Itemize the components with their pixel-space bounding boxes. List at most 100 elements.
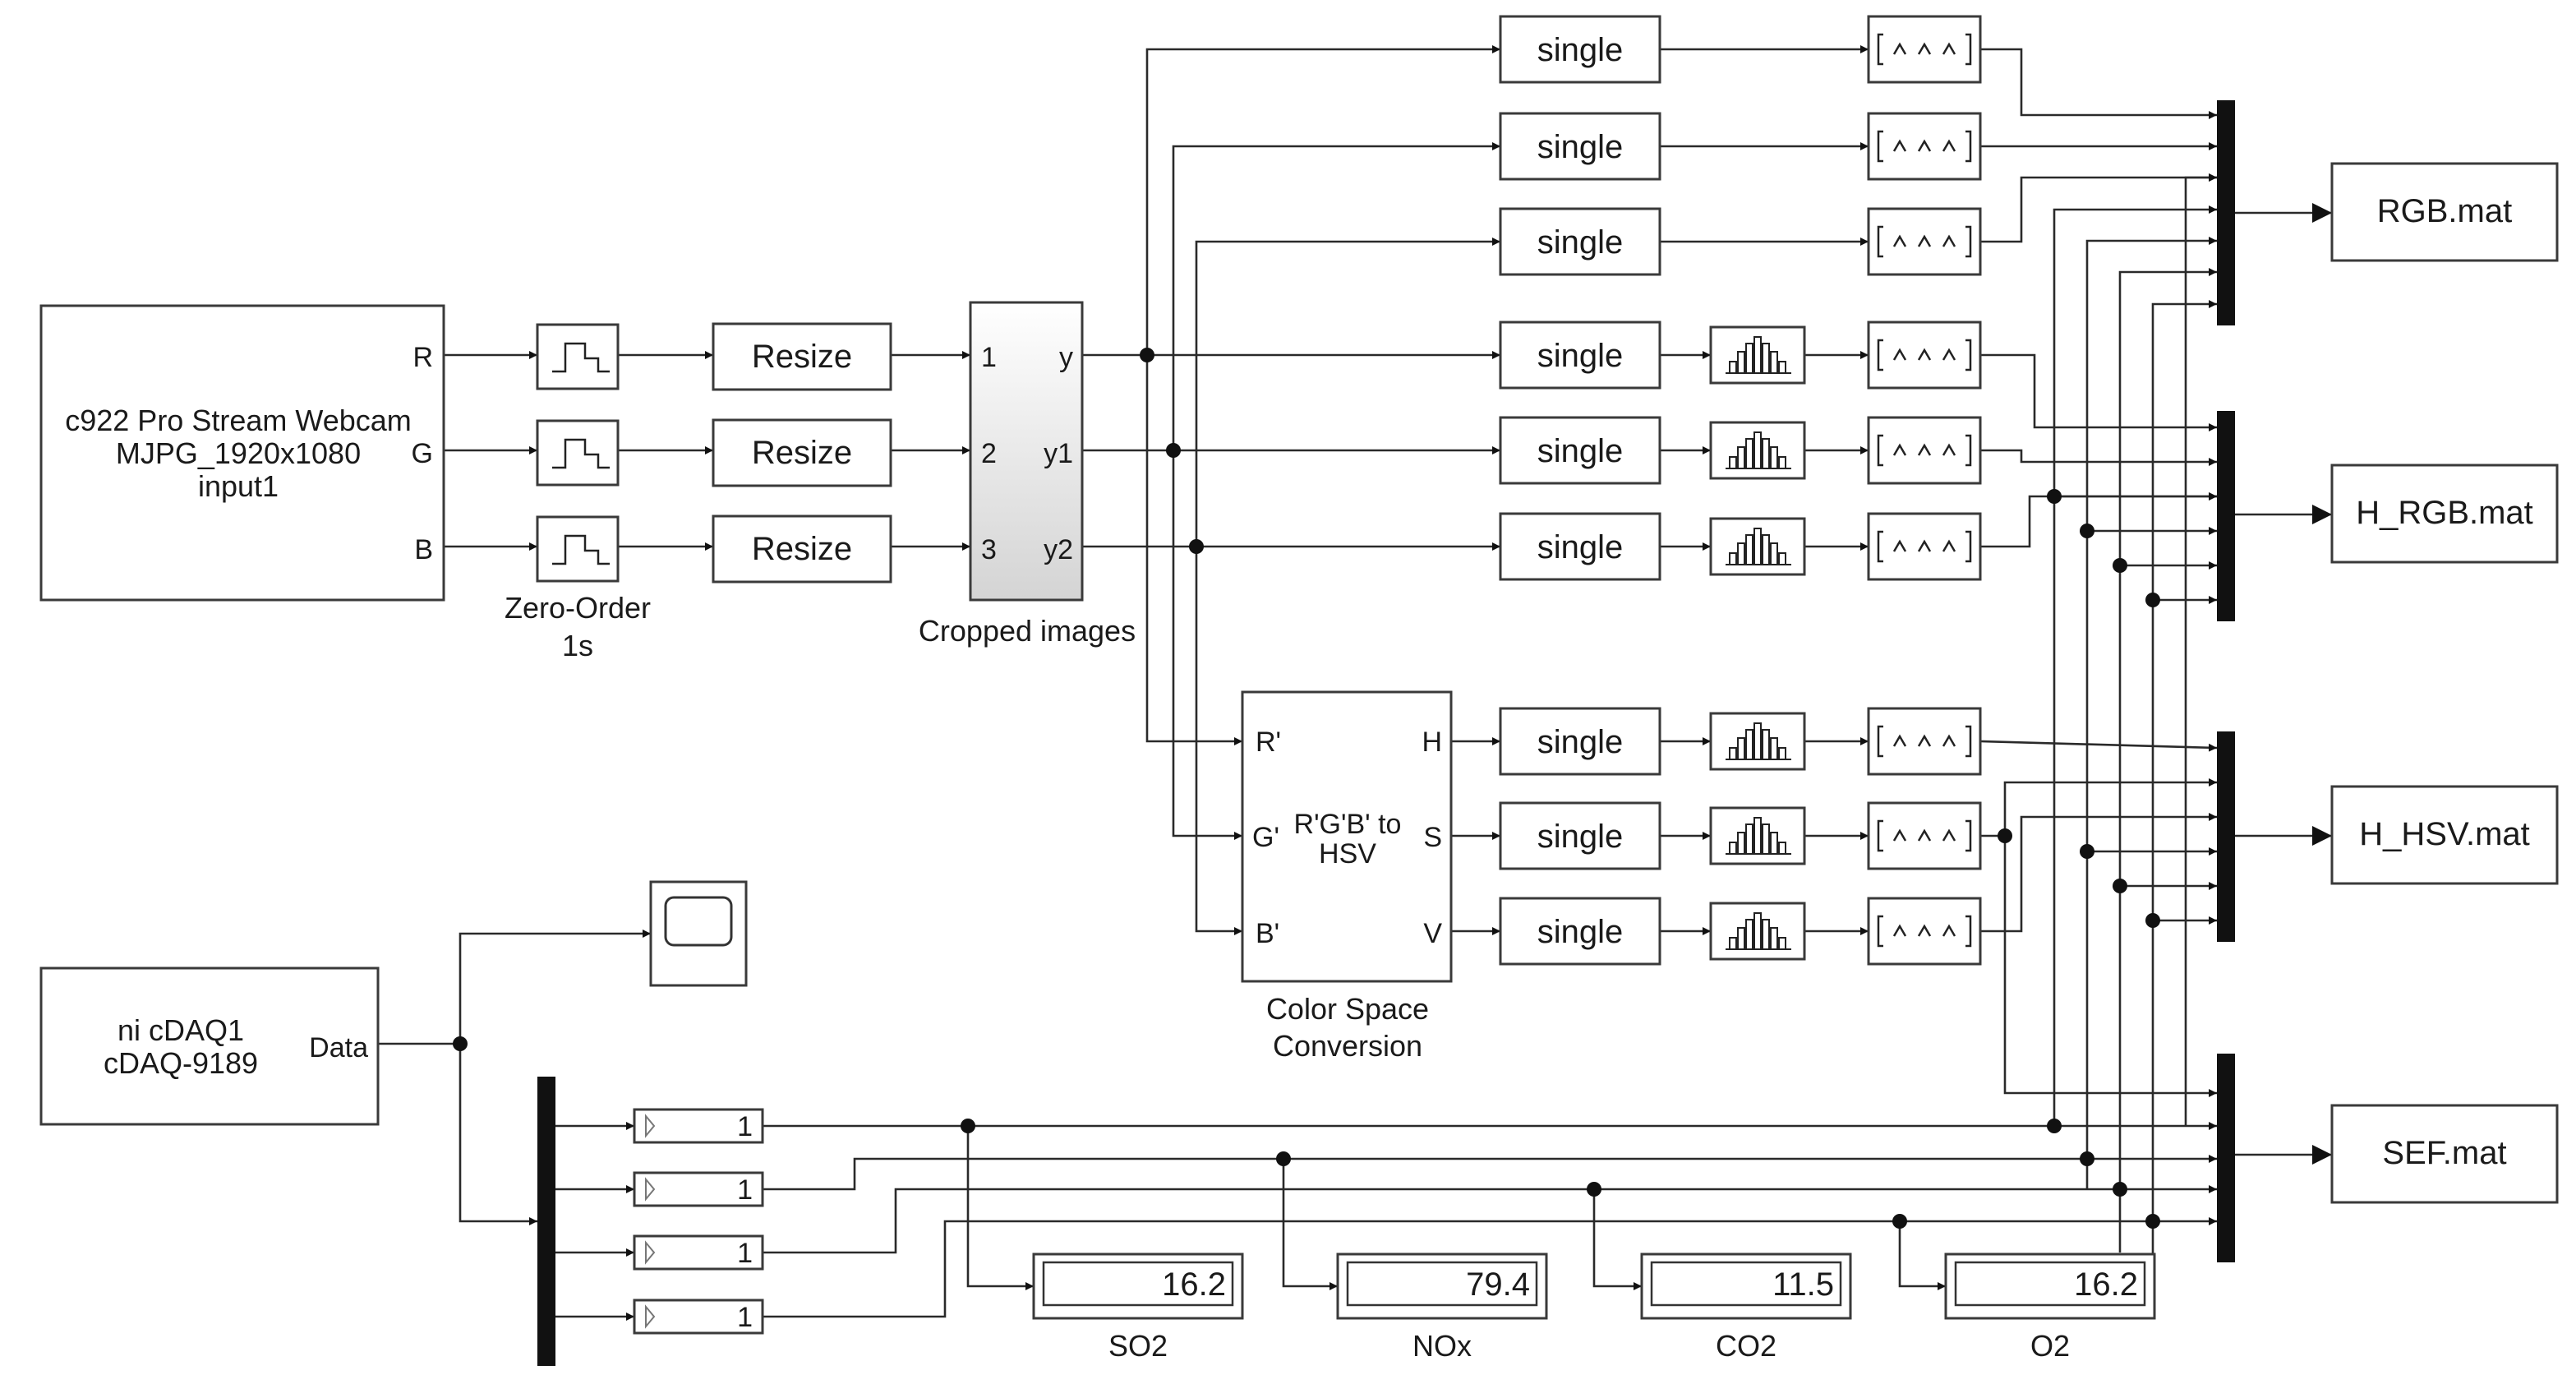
mux-bar-sef[interactable]: [2217, 1054, 2235, 1262]
junction-dot: [2113, 1182, 2127, 1197]
webcam-port-r: R: [412, 342, 433, 373]
signal-wire[interactable]: [1282, 1159, 1338, 1290]
single-label: single: [1537, 724, 1624, 760]
signal-wire[interactable]: [1195, 238, 1500, 547]
signal-wire[interactable]: [1980, 778, 2217, 837]
gain-blocks: 1 1 1 1: [633, 1108, 764, 1335]
histogram-block[interactable]: [1709, 712, 1806, 771]
webcam-source-block[interactable]: c922 Pro Stream Webcam MJPG_1920x1080 in…: [39, 304, 445, 602]
signal-wire[interactable]: [763, 1217, 2217, 1318]
signal-wire[interactable]: [1172, 450, 1242, 840]
reshape-block[interactable]: [1867, 321, 1982, 390]
gain-block[interactable]: 1: [633, 1108, 764, 1144]
mux-bar-h-rgb[interactable]: [2217, 411, 2235, 621]
histogram-block[interactable]: [1709, 902, 1806, 961]
reshape-arrow-icon: [1917, 539, 1932, 552]
signal-wire[interactable]: [1980, 48, 2217, 119]
scope-block[interactable]: [649, 880, 748, 987]
single-block[interactable]: single: [1499, 801, 1661, 870]
junction-dot: [2113, 879, 2127, 893]
signal-wire[interactable]: [378, 930, 651, 1045]
signal-wire[interactable]: [1898, 1221, 1946, 1290]
reshape-block[interactable]: [1867, 512, 1982, 581]
histogram-block[interactable]: [1709, 325, 1806, 385]
single-block[interactable]: single: [1499, 321, 1661, 390]
single-block[interactable]: single: [1499, 512, 1661, 581]
signal-wire[interactable]: [1980, 353, 2217, 431]
reshape-block[interactable]: [1867, 112, 1982, 181]
signal-wire[interactable]: [2003, 836, 2217, 1097]
signal-wire[interactable]: [459, 1044, 537, 1225]
csc-title-line2: HSV: [1319, 838, 1376, 870]
reshape-block[interactable]: [1867, 801, 1982, 870]
histogram-block[interactable]: [1709, 806, 1806, 865]
zero-order-hold-b[interactable]: [536, 515, 620, 583]
single-block[interactable]: single: [1499, 416, 1661, 485]
reshape-block[interactable]: [1867, 15, 1982, 84]
reshape-block[interactable]: [1867, 207, 1982, 276]
mux-bar-rgb[interactable]: [2217, 100, 2235, 325]
histogram-bar-icon: [1762, 823, 1770, 855]
reshape-block[interactable]: [1867, 416, 1982, 485]
single-block[interactable]: single: [1499, 897, 1661, 966]
single-block[interactable]: single: [1499, 15, 1661, 84]
signal-wire[interactable]: [2184, 173, 2217, 1126]
single-block[interactable]: single: [1499, 207, 1661, 276]
signal-wire[interactable]: [1979, 740, 2218, 752]
signal-wire[interactable]: [1980, 173, 2217, 243]
signal-wire[interactable]: [1172, 142, 1500, 450]
to-file-rgb-block[interactable]: RGB.mat: [2330, 162, 2559, 262]
signal-wire[interactable]: [2151, 300, 2217, 1317]
gain-block[interactable]: 1: [633, 1171, 764, 1207]
reshape-block[interactable]: [1867, 897, 1982, 966]
resize-block-r[interactable]: Resize: [712, 322, 892, 391]
signal-wire[interactable]: [2085, 237, 2217, 1189]
histogram-bar-icon: [1745, 534, 1753, 565]
signal-wire[interactable]: [1592, 1189, 1642, 1290]
histogram-bar-icon: [1729, 361, 1737, 374]
reshape-arrow-icon: [1892, 348, 1907, 361]
color-space-conversion-block[interactable]: R' G' B' R'G'B' to HSV H S V: [1241, 690, 1453, 983]
reshape-arrow-icon: [1942, 139, 1956, 152]
signal-wire[interactable]: [1980, 492, 2217, 548]
csc-in-r: R': [1256, 727, 1281, 758]
daq-source-block[interactable]: ni cDAQ1 cDAQ-9189 Data: [39, 966, 380, 1126]
signal-wire[interactable]: [2118, 268, 2217, 1253]
to-file-h-hsv-block[interactable]: H_HSV.mat: [2330, 785, 2559, 885]
histogram-block[interactable]: [1709, 421, 1806, 480]
histogram-bar-icon: [1745, 438, 1753, 469]
signal-wire[interactable]: [763, 1185, 2217, 1254]
signal-wire[interactable]: [1195, 547, 1242, 935]
gain-block[interactable]: 1: [633, 1234, 764, 1271]
junction-dot: [453, 1036, 468, 1051]
histogram-bar-icon: [1762, 534, 1770, 565]
signal-wire[interactable]: [1145, 45, 1500, 355]
zero-order-hold-g[interactable]: [536, 419, 620, 487]
to-file-h-rgb-block[interactable]: H_RGB.mat: [2330, 464, 2559, 564]
single-label: single: [1537, 224, 1624, 261]
resize-block-g[interactable]: Resize: [712, 418, 892, 487]
display-label: CO2: [1716, 1329, 1776, 1363]
single-block[interactable]: single: [1499, 707, 1661, 776]
signal-wire[interactable]: [1980, 813, 2217, 933]
signal-wire[interactable]: [2053, 205, 2217, 1126]
gain-block[interactable]: 1: [633, 1299, 764, 1335]
to-file-sef-block[interactable]: SEF.mat: [2330, 1104, 2559, 1204]
numeric-display[interactable]: 16.2O2: [1944, 1253, 2156, 1363]
zero-order-hold-r[interactable]: [536, 323, 620, 390]
signal-wire[interactable]: [1980, 449, 2217, 466]
mux-bar-h-hsv[interactable]: [2217, 731, 2235, 942]
signal-wire[interactable]: [763, 1155, 2217, 1191]
histogram-block[interactable]: [1709, 517, 1806, 576]
demux-bar[interactable]: [537, 1077, 555, 1366]
signal-wire[interactable]: [1145, 355, 1242, 745]
histogram-bar-icon: [1770, 446, 1778, 469]
cropped-images-subsystem[interactable]: 1 2 3 y y1 y2: [969, 301, 1084, 602]
signal-wire[interactable]: [966, 1126, 1034, 1290]
reshape-block[interactable]: [1867, 707, 1982, 776]
single-block[interactable]: single: [1499, 112, 1661, 181]
resize-block-b[interactable]: Resize: [712, 514, 892, 584]
